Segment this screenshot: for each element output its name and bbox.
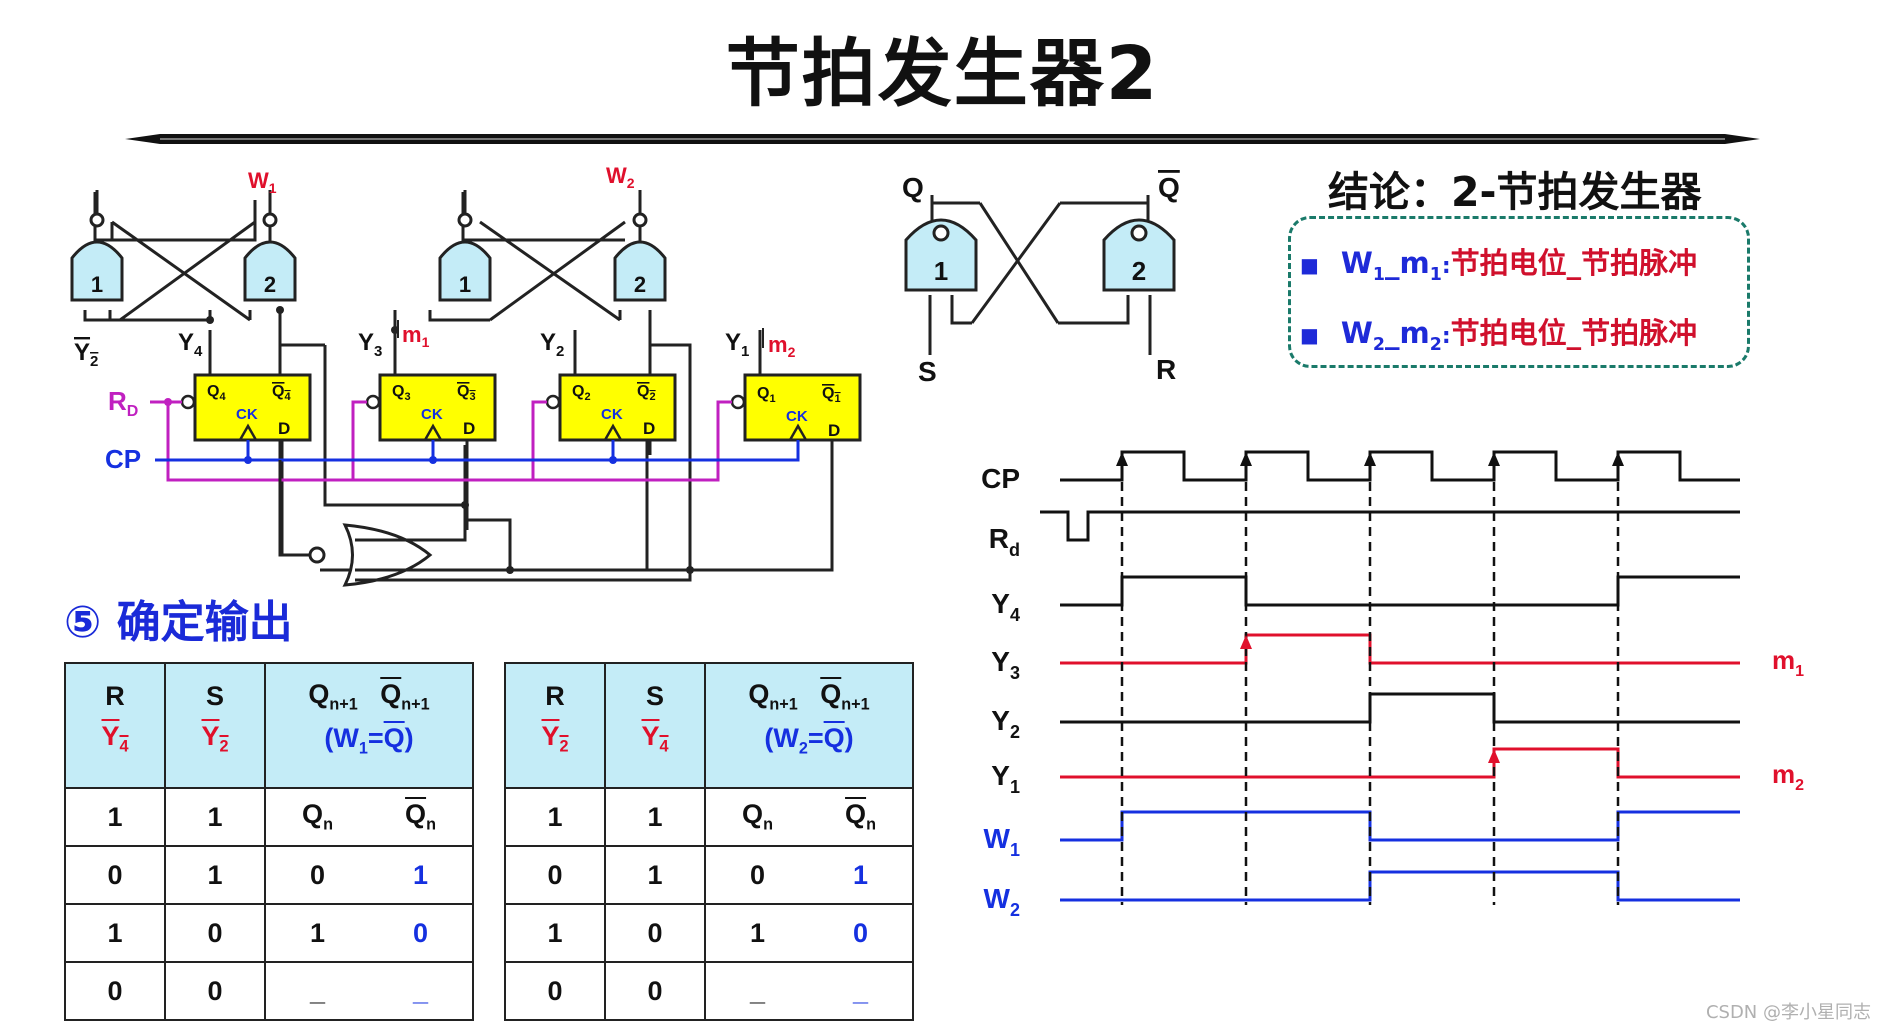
flip-flop-3 [378,373,497,442]
gate-label-2a: 2 [264,272,276,297]
rs-gate-label-2: 2 [1132,256,1146,286]
ff4-qbar: Q4 [272,383,291,403]
waveform-2 [1060,575,1740,607]
ff4-d: D [278,419,290,438]
rs-r-label: R [1156,354,1176,385]
waveform-1 [1040,510,1740,542]
waveform-3 [1060,633,1740,665]
ff4-ck: CK [236,406,258,423]
waveform-6 [1060,810,1740,842]
ff3-d: D [463,419,475,438]
m1-label: m1 [402,322,430,350]
timing-label-3: Y3 [991,646,1020,683]
clock-edge-arrow-2 [1364,452,1376,466]
waveform-5 [1060,747,1740,779]
nor-gate [308,523,433,587]
output-w2-label: W2 [606,163,635,191]
flip-flop-1 [743,373,862,442]
rs-latch-diagram: 1 2 Q Q S R [902,172,1180,387]
timing-label-0: CP [981,463,1020,494]
conclusion-heading: 结论：2-节拍发生器 [1328,168,1702,216]
waveform-0 [1060,450,1740,482]
timing-label-5: Y1 [991,760,1020,797]
output-w1-label: W1 [248,168,277,196]
ff1-q: Q1 [757,385,776,405]
t2-header-q: Qn+1 Qn+1(W2=Q) [704,662,914,789]
t1-header-q: Qn+1 Qn+1(W1=Q) [264,662,474,789]
ff2-q: Q2 [572,383,591,403]
timing-right-label-1: m2 [1772,759,1804,794]
waveform-7 [1060,870,1740,902]
gate-label-1a: 1 [91,272,103,297]
clock-edge-arrow-0 [1116,452,1128,466]
conclusion-line-1: ■W1_m1:节拍电位_节拍脉冲 [1300,246,1698,285]
y1-edge-arrow [1488,749,1500,763]
gate-label-2b: 2 [634,272,646,297]
rs-nand-2 [1102,218,1176,292]
rs-nand-1 [904,218,978,292]
nand-gate-2b [613,212,667,302]
y2-label: Y2 [540,329,564,360]
nand-gate-2a [243,212,297,302]
timing-label-7: W2 [984,883,1020,920]
watermark: CSDN @李小星同志 [1705,1002,1871,1023]
waveform-4 [1060,692,1740,724]
m2-label: m2 [768,332,796,360]
timing-label-2: Y4 [991,588,1020,625]
rs-gate-label-1: 1 [934,256,948,286]
title-divider [125,134,1760,144]
conclusion-box [1288,216,1750,368]
ff3-q: Q3 [392,383,411,403]
y3-label: Y3 [358,329,382,360]
y3-edge-arrow [1240,635,1252,649]
timing-right-label-0: m1 [1772,645,1804,680]
rd-label: RD [108,386,138,420]
cp-label: CP [105,444,141,474]
ff2-d: D [643,419,655,438]
gate-label-1b: 1 [459,272,471,297]
flip-flop-2 [558,373,677,442]
circuit-diagram: 1 2 1 2 W1 W2 Q4 Q4 Q3 Q3 Q2 Q2 Q1 Q1 CK… [70,163,862,587]
y2bar-label: Y2 [74,339,98,370]
clock-edge-arrow-1 [1240,452,1252,466]
step-label: ⑤ 确定输出 [64,597,293,648]
conclusion-line-2: ■W2_m2:节拍电位_节拍脉冲 [1300,316,1698,355]
timing-label-1: Rd [989,523,1020,560]
ff2-ck: CK [601,406,623,423]
nand-gate-1a [70,212,124,302]
ff4-q: Q4 [207,383,226,403]
page-title: 节拍发生器2 [725,31,1160,117]
ff2-qbar: Q2 [637,383,656,403]
ff1-qbar: Q1 [822,385,841,405]
y4-label: Y4 [178,329,203,360]
timing-label-4: Y2 [991,705,1020,742]
rs-s-label: S [918,356,937,387]
rs-q-label: Q [902,172,924,203]
ff3-ck: CK [421,406,443,423]
ff1-d: D [828,421,840,440]
rs-qbar-label: Q [1158,172,1180,203]
y1-label: Y1 [725,329,749,360]
clock-edge-arrow-3 [1488,452,1500,466]
flip-flop-4 [193,373,312,442]
ff1-ck: CK [786,408,808,425]
clock-edge-arrow-4 [1612,452,1624,466]
ff3-qbar: Q3 [457,383,476,403]
timing-label-6: W1 [984,823,1020,860]
